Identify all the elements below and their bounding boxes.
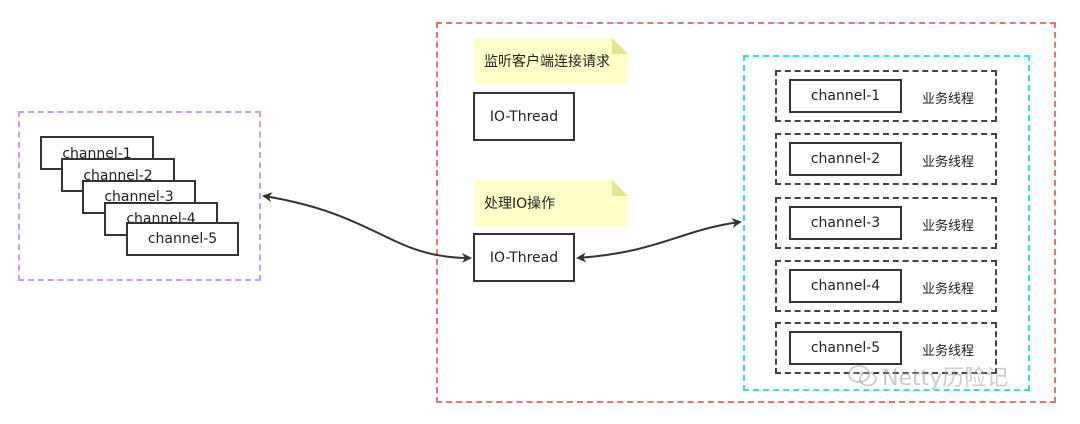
worker-label-5: 业务线程 bbox=[922, 344, 975, 359]
client-channel-5: channel-5 bbox=[126, 222, 239, 256]
io-thread-worker: IO-Thread bbox=[473, 233, 575, 282]
note-accept-text: 监听客户端连接请求 bbox=[484, 54, 610, 70]
arrow-io-thread-to-workers bbox=[576, 218, 742, 263]
arrow-clients-to-io-thread bbox=[262, 192, 472, 263]
worker-row-5 bbox=[775, 322, 997, 374]
client-channels-group bbox=[18, 111, 261, 281]
note-accept-connections: 监听客户端连接请求 bbox=[474, 38, 628, 84]
worker-label-4: 业务线程 bbox=[922, 282, 975, 297]
worker-row-1 bbox=[775, 70, 997, 122]
worker-row-2 bbox=[775, 133, 997, 185]
worker-channel-3: channel-3 bbox=[789, 206, 902, 240]
note-fold-corner bbox=[612, 38, 628, 54]
worker-channel-5: channel-5 bbox=[789, 331, 902, 365]
io-thread-accept: IO-Thread bbox=[473, 92, 575, 141]
watermark: Netty历险记 bbox=[848, 360, 1008, 392]
watermark-text: Netty历险记 bbox=[882, 366, 1009, 391]
worker-row-3 bbox=[775, 197, 997, 249]
wechat-icon bbox=[848, 365, 877, 387]
worker-row-4 bbox=[775, 260, 997, 312]
note-fold-corner bbox=[612, 180, 628, 196]
worker-label-1: 业务线程 bbox=[922, 92, 975, 107]
worker-channel-2: channel-2 bbox=[789, 142, 902, 176]
business-threads-group bbox=[743, 55, 1030, 391]
worker-label-2: 业务线程 bbox=[922, 155, 975, 170]
worker-label-3: 业务线程 bbox=[922, 219, 975, 234]
worker-channel-4: channel-4 bbox=[789, 269, 902, 303]
note-io-text: 处理IO操作 bbox=[484, 196, 556, 212]
worker-channel-1: channel-1 bbox=[789, 79, 902, 113]
